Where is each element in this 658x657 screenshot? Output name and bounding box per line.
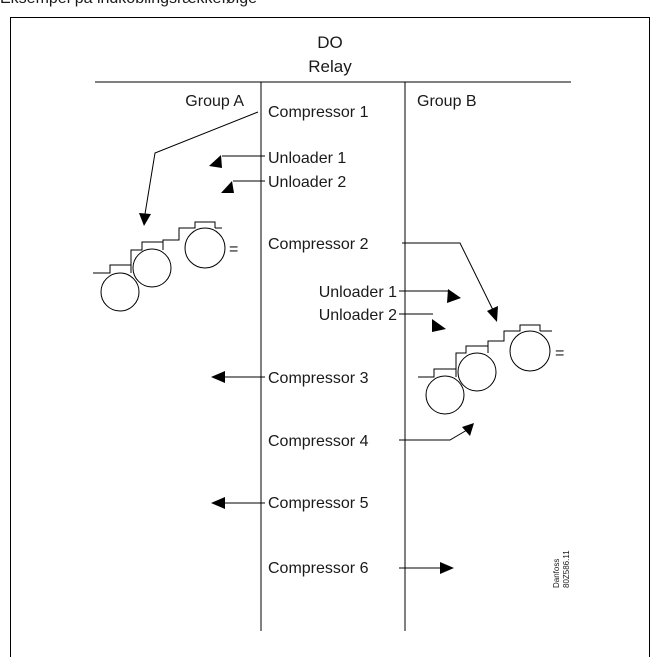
group-b-label: Group B — [417, 93, 477, 110]
connector-compressor-3 — [211, 371, 265, 383]
connector-compressor-2 — [402, 242, 498, 322]
connector-compressor-6 — [399, 562, 454, 574]
relay-unloader-2-b: Unloader 2 — [319, 307, 397, 324]
connector-compressor-1 — [139, 111, 259, 226]
connector-unloader-2-a — [221, 180, 265, 193]
watermark-line-2: 80Z586.11 — [562, 550, 571, 588]
equals-symbol-b: = — [555, 345, 564, 362]
header-do: DO — [317, 33, 343, 52]
relay-compressor-5: Compressor 5 — [268, 495, 369, 512]
relay-unloader-2-a: Unloader 2 — [268, 174, 346, 191]
relay-compressor-6: Compressor 6 — [268, 560, 369, 577]
connector-compressor-4 — [399, 423, 474, 441]
equals-symbol-a: = — [229, 241, 238, 258]
connector-unloader-1-b — [399, 289, 461, 303]
relay-compressor-3: Compressor 3 — [268, 370, 369, 387]
relay-unloader-1-a: Unloader 1 — [268, 150, 346, 167]
relay-compressor-1: Compressor 1 — [268, 104, 369, 121]
relay-compressor-2: Compressor 2 — [268, 236, 369, 253]
watermark-line-1: Danfoss — [552, 559, 561, 588]
relay-unloader-1-b: Unloader 1 — [319, 284, 397, 301]
compressor-stack-group-a-icon: = — [93, 221, 238, 312]
header-relay: Relay — [308, 57, 352, 76]
connector-unloader-1-a — [209, 155, 265, 168]
connector-compressor-5 — [211, 497, 265, 509]
group-a-label: Group A — [185, 93, 244, 110]
compressor-stack-group-b-icon: = — [418, 324, 564, 415]
connector-unloader-2-b — [399, 313, 446, 332]
page-title: Eksempel på indkoblingsrækkefølge — [0, 0, 257, 8]
diagram-frame — [10, 17, 650, 657]
relay-compressor-4: Compressor 4 — [268, 433, 369, 450]
danfoss-watermark: Danfoss 80Z586.11 — [552, 550, 571, 588]
